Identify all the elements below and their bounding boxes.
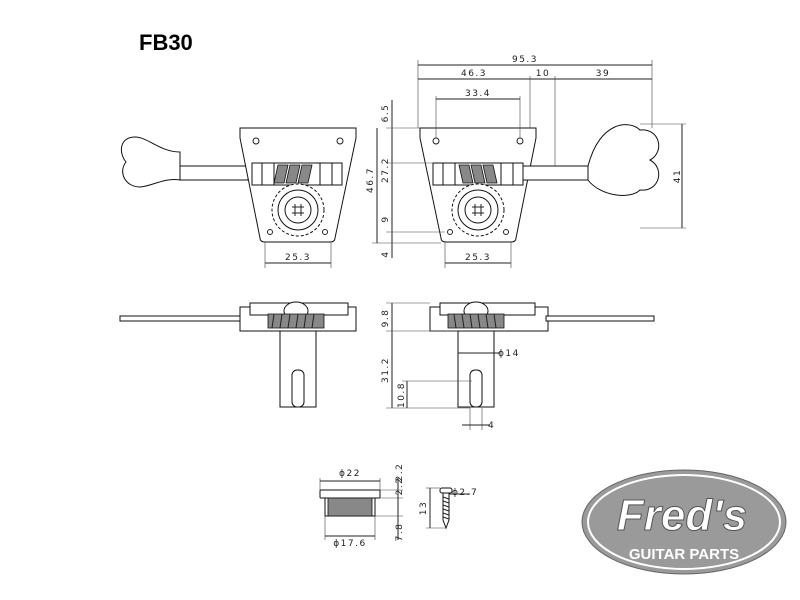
dim-button-length: 39 — [596, 69, 610, 79]
dim-post-diameter: ϕ14 — [498, 349, 520, 359]
front-view-right — [419, 124, 660, 243]
dimension-lines-top — [264, 60, 686, 268]
dim-slot-width: 4 — [488, 421, 495, 431]
side-view-left — [119, 301, 357, 408]
shaft-left — [179, 165, 249, 181]
screw — [426, 487, 470, 530]
dim-hole-spacing: 33.4 — [465, 89, 491, 99]
logo-tagline: GUITAR PARTS — [629, 546, 739, 563]
dim-worm-height: 27.2 — [381, 157, 391, 183]
dim-bushing-step: 2.2 — [395, 477, 405, 496]
dim-plate-height: 46.7 — [366, 167, 376, 193]
dim-side-height: 9.8 — [381, 309, 391, 328]
dim-button-height: 41 — [673, 169, 683, 183]
gear-left — [271, 183, 325, 237]
dim-bushing-inner: ϕ17.6 — [333, 539, 366, 549]
dim-screw-length: 13 — [419, 501, 429, 515]
dim-shaft-to-post: 10 — [536, 69, 550, 79]
shaft-right — [522, 165, 589, 181]
front-view-left — [120, 127, 357, 243]
freds-logo: Fred's GUITAR PARTS — [581, 469, 787, 575]
logo-name: Fred's — [617, 491, 747, 540]
dim-to-shaft: 46.3 — [461, 69, 487, 79]
dim-plate-width-right: 25.3 — [465, 253, 491, 263]
dim-bushing-flange: 2.2 — [395, 463, 405, 482]
dim-slot-depth: 10.8 — [397, 382, 407, 408]
dim-post-length: 31.2 — [381, 357, 391, 383]
dimension-lines-middle — [386, 302, 500, 430]
dim-plate-width-left: 25.3 — [285, 253, 311, 263]
worm-right — [458, 164, 498, 184]
button-right — [587, 124, 660, 196]
diagram-title: FB30 — [139, 30, 193, 55]
gear-right — [451, 183, 505, 237]
button-left — [120, 136, 181, 188]
dim-gear-offset: 9 — [381, 215, 391, 222]
dim-overall-width: 95.3 — [512, 55, 538, 65]
dim-bushing-height: 7.8 — [395, 523, 405, 542]
dim-top-offset: 6.5 — [381, 104, 391, 123]
dim-bottom-offset: 4 — [381, 250, 391, 257]
worm-left — [273, 164, 313, 184]
side-view-right — [429, 301, 655, 408]
dim-screw-diameter: ϕ2.7 — [452, 488, 478, 498]
dim-bushing-diameter: ϕ22 — [339, 469, 361, 479]
bushing — [319, 478, 403, 540]
